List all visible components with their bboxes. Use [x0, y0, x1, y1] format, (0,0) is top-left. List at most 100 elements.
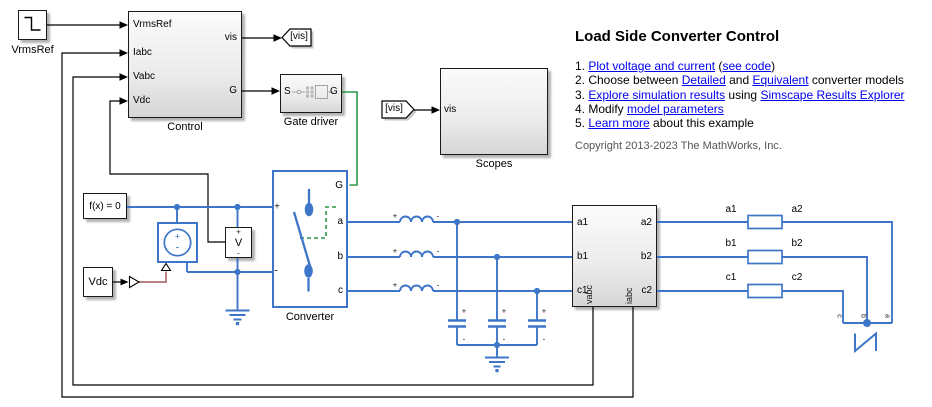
item3-text: 3.	[575, 87, 589, 102]
control-port-iabc: Iabc	[133, 47, 152, 58]
control-port-vabc: Vabc	[133, 71, 156, 82]
inductor-b-minus-mark: -	[436, 246, 440, 256]
converter-port-b: b	[337, 251, 343, 262]
item1-text: 1.	[575, 59, 589, 73]
scopes-port-vis: vis	[444, 104, 457, 115]
source-plus-mark: +	[174, 231, 181, 242]
converter-port-c: c	[338, 285, 343, 296]
capacitor-c-icon	[528, 319, 546, 328]
annotation-item-5: 5. Learn more about this example	[575, 116, 905, 130]
item1-post: )	[771, 59, 776, 73]
item2-text: 2. Choose between	[575, 73, 682, 88]
inductor-a-minus-mark: -	[436, 211, 440, 221]
annotation-item-4: 4. Modify model parameters	[575, 102, 905, 116]
wire-load-b[interactable]	[657, 256, 868, 323]
resistor-c-block[interactable]	[747, 283, 783, 299]
floating-neutral-icon[interactable]	[854, 331, 877, 354]
wire-physical-signal[interactable]	[139, 271, 167, 283]
meter-port-iabc: iabc	[624, 287, 634, 304]
item4-text: 4. Modify	[575, 101, 628, 116]
link-explore-simulation-results[interactable]: Explore simulation results	[588, 87, 726, 102]
item5-text: 5.	[575, 116, 589, 131]
annotation-item-3: 3. Explore simulation results using Sims…	[575, 88, 905, 102]
vdc-constant-block[interactable]: Vdc	[83, 267, 113, 297]
annotation-title: Load Side Converter Control	[575, 28, 780, 45]
capacitor-c-minus-mark: -	[542, 334, 546, 344]
link-equivalent[interactable]: Equivalent	[752, 73, 809, 88]
load-label-a1: a1	[725, 204, 737, 215]
meter-port-a2: a2	[640, 217, 652, 228]
gate-driver-port-g: G	[330, 86, 338, 97]
gate-driver-port-s: S	[284, 86, 291, 97]
wire-load-a[interactable]	[657, 221, 893, 323]
inductor-b-plus-mark: +	[392, 246, 398, 256]
converter-minus-mark: -	[274, 264, 278, 277]
item1-mid: (	[715, 59, 723, 73]
step-source-caption: VrmsRef	[11, 44, 54, 56]
meter-port-b1: b1	[577, 251, 589, 262]
resistor-b-block[interactable]	[747, 249, 783, 265]
ground-a-icon[interactable]	[225, 309, 250, 326]
load-label-a2: a2	[791, 204, 803, 215]
meter-port-vabc: vabc	[584, 284, 594, 304]
load-label-b2: b2	[791, 238, 803, 249]
item2-post: converter models	[808, 73, 904, 88]
control-port-vrmsref: VrmsRef	[133, 19, 172, 30]
inductor-a-plus-mark: +	[392, 211, 398, 221]
annotation-item-2: 2. Choose between Detailed and Equivalen…	[575, 73, 905, 87]
inductor-b-icon[interactable]	[399, 250, 434, 258]
link-model-parameters[interactable]: model parameters	[627, 101, 724, 116]
annotation-item-1: 1. Plot voltage and current (see code)	[575, 59, 905, 73]
load-label-c2: c2	[791, 272, 803, 283]
item3-mid: using	[725, 87, 761, 102]
scopes-caption: Scopes	[475, 158, 513, 170]
capacitor-a-icon	[448, 319, 466, 328]
junction-label-a: a	[883, 314, 891, 318]
capacitor-b-minus-mark: -	[502, 334, 506, 344]
converter-port-a: a	[337, 216, 343, 227]
vsensor-plus-mark: +	[236, 227, 241, 237]
meter-port-c2: c2	[641, 285, 652, 296]
link-detailed[interactable]: Detailed	[681, 73, 726, 88]
link-see-code[interactable]: see code	[722, 59, 772, 73]
annotation-list: 1. Plot voltage and current (see code) 2…	[575, 59, 905, 130]
link-simscape-results-explorer[interactable]: Simscape Results Explorer	[760, 87, 905, 102]
wire-load-c[interactable]	[657, 290, 844, 323]
solver-configuration-block[interactable]: f(x) = 0	[83, 193, 127, 219]
load-label-c1: c1	[725, 272, 737, 283]
meter-port-b2: b2	[640, 251, 652, 262]
ground-b-icon[interactable]	[485, 356, 509, 373]
meter-port-a1: a1	[577, 217, 589, 228]
vdc-constant-label: Vdc	[88, 276, 108, 288]
from-tag-label: [vis]	[385, 103, 403, 114]
control-port-vis: vis	[224, 32, 237, 43]
inductor-c-plus-mark: +	[392, 280, 398, 290]
inductor-a-icon[interactable]	[399, 215, 434, 223]
inductor-c-icon[interactable]	[399, 284, 434, 292]
control-port-g: G	[229, 85, 237, 96]
gate-driver-caption: Gate driver	[283, 116, 339, 128]
junction-label-c: c	[835, 314, 843, 318]
converter-port-g: G	[335, 180, 343, 191]
step-source-block[interactable]	[18, 10, 47, 40]
capacitor-b-plus-mark: +	[501, 306, 507, 316]
solver-label: f(x) = 0	[89, 200, 121, 212]
capacitor-c-plus-mark: +	[541, 306, 547, 316]
source-minus-mark: -	[175, 241, 180, 253]
junction-label-b: b	[859, 314, 867, 318]
meter-port-c1: c1	[577, 285, 588, 296]
simulink-ps-converter-icon[interactable]	[128, 275, 141, 289]
item2-mid: and	[725, 73, 753, 88]
control-port-vdc: Vdc	[133, 95, 151, 106]
voltage-sensor-label: V	[234, 236, 243, 249]
goto-tag-label: [vis]	[290, 31, 308, 42]
inductor-c-minus-mark: -	[436, 280, 440, 290]
capacitor-b-icon	[488, 319, 506, 328]
link-learn-more[interactable]: Learn more	[588, 116, 650, 131]
ps-input-port-icon	[160, 262, 172, 272]
vsensor-minus-mark: -	[237, 248, 240, 258]
load-label-b1: b1	[725, 238, 737, 249]
link-plot-voltage-and-current[interactable]: Plot voltage and current	[588, 59, 716, 73]
resistor-a-block[interactable]	[747, 214, 783, 230]
control-caption: Control	[167, 121, 203, 133]
